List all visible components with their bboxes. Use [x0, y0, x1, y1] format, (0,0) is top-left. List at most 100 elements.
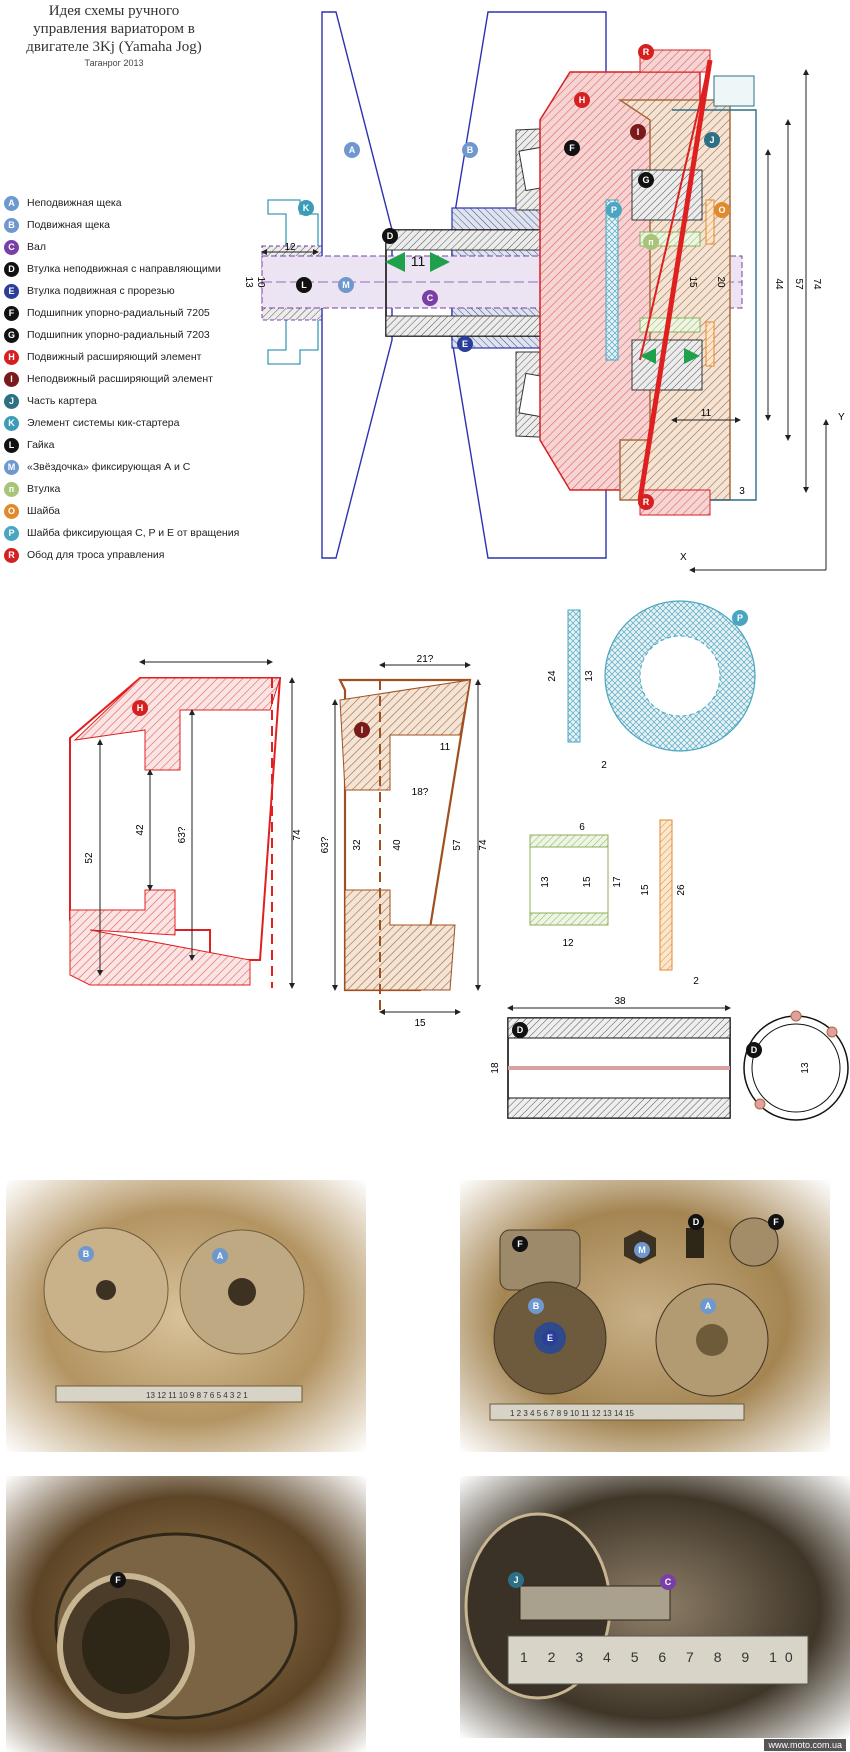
legend-marker: O [4, 503, 19, 519]
legend-marker: P [4, 525, 19, 541]
part-p-dim-13: 13 [584, 670, 595, 682]
washer-o-bottom [705, 321, 715, 367]
photo-marker-j: J [513, 1575, 518, 1585]
part-h-dim-42: 42 [135, 824, 146, 836]
diagram-marker [606, 202, 622, 218]
diagram-marker [643, 234, 659, 250]
parts-detail: 52 42 63? 74 H 21? 11 18? 63? 32 40 57 7… [69, 600, 849, 1121]
part-n-dim-13: 13 [540, 876, 551, 888]
diagram-marker [457, 336, 473, 352]
part-d-slot [508, 1066, 730, 1070]
diagram-marker [638, 44, 654, 60]
fixed-cheek [321, 11, 393, 559]
ruler-2-scale: 1 2 3 4 5 6 7 8 9 10 11 12 13 14 15 [510, 1409, 635, 1418]
photo-shaft: 1 2 3 4 5 6 7 8 9 10 J C [460, 1476, 850, 1738]
part-h-marker [132, 700, 148, 716]
diagram-marker-label: K [303, 203, 310, 213]
part-p-dim-24: 24 [547, 670, 558, 682]
diagram-marker [714, 202, 730, 218]
part-o-dim-26: 26 [676, 884, 687, 896]
legend-label: Гайка [27, 439, 55, 451]
dim-3: 3 [739, 486, 745, 497]
ruler-3-scale: 1 2 3 4 5 6 7 8 9 10 [520, 1649, 801, 1665]
diagram-marker [344, 142, 360, 158]
part-p-marker-label: P [737, 613, 743, 623]
part-n-dim-12: 12 [562, 938, 574, 949]
part-n-dim-6: 6 [579, 822, 585, 833]
legend-marker: F [4, 305, 19, 321]
diagram-marker [574, 92, 590, 108]
legend-marker: J [4, 393, 19, 409]
part-o-dim-2: 2 [693, 976, 699, 987]
part-o-dim-15: 15 [640, 884, 651, 896]
stroke-arrow-left [385, 252, 405, 272]
legend-item: O Шайба [4, 500, 304, 522]
photo-marker-f: F [517, 1239, 523, 1249]
part-i-dim-15: 15 [414, 1018, 426, 1029]
photo-marker-f3: F [115, 1575, 121, 1585]
diagram-marker-label: F [569, 143, 575, 153]
part-d-dim-38: 38 [614, 996, 626, 1007]
legend-marker: E [4, 283, 19, 299]
part-h-dim-74: 74 [292, 829, 303, 841]
diagram-marker [704, 132, 720, 148]
part-i-dim-57: 57 [452, 839, 463, 851]
diagram-marker [462, 142, 478, 158]
legend-label: Вал [27, 241, 46, 253]
x-axis-label: X [680, 552, 687, 563]
stroke-arrow-right [430, 252, 450, 272]
photo-marker-c: C [665, 1577, 672, 1587]
part-d-end-marker [746, 1042, 762, 1058]
photo-marker-m: M [638, 1245, 646, 1255]
diagram-marker-label: L [301, 280, 307, 290]
diagram-marker [630, 124, 646, 140]
part-h-dim-52: 52 [84, 852, 95, 864]
legend-label: Неподвижная щека [27, 197, 122, 209]
washer-o [705, 199, 715, 245]
legend-label: «Звёздочка» фиксирующая А и С [27, 461, 191, 473]
legend-label: Втулка неподвижная с направляющими [27, 263, 221, 275]
legend-marker: R [4, 547, 19, 563]
part-i-hatch-top [339, 679, 471, 791]
legend-marker: A [4, 195, 19, 211]
part-d-end-marker-label: D [751, 1045, 758, 1055]
stroke-label: 11 [411, 253, 426, 269]
legend-marker: G [4, 327, 19, 343]
legend-item: M«Звёздочка» фиксирующая А и С [4, 456, 304, 478]
legend-label: Шайба [27, 505, 60, 517]
part-i-dim-74: 74 [478, 839, 489, 851]
part-d-end-inner [751, 1023, 841, 1113]
dim-44: 44 [773, 278, 784, 290]
legend-marker: B [4, 217, 19, 233]
photo-bearing: F [6, 1476, 366, 1752]
legend-label: Обод для троса управления [27, 549, 165, 561]
part-i-marker-label: I [361, 725, 364, 735]
legend-marker: I [4, 371, 19, 387]
diagram-marker [382, 228, 398, 244]
diagram-marker-label: R [643, 47, 650, 57]
legend-marker: п [4, 481, 19, 497]
dim-20: 20 [715, 276, 726, 288]
part-p-marker [732, 610, 748, 626]
diagram-marker-label: J [709, 135, 714, 145]
part-h-hatch-top [73, 677, 281, 771]
watermark: www.moto.com.ua [764, 1739, 846, 1751]
legend-label: Часть картера [27, 395, 97, 407]
stroke-arrow2-left [640, 348, 656, 364]
diagram-marker-label: P [611, 205, 617, 215]
diagram-marker-label: п [648, 237, 653, 247]
guide-line [637, 59, 713, 501]
diagram-marker-label: I [637, 127, 640, 137]
diagram-marker [564, 140, 580, 156]
part-d-marker-label: D [517, 1025, 524, 1035]
diagram-marker-label: R [643, 497, 650, 507]
diagram-title: Идея схемы ручного управления вариатором… [14, 2, 214, 70]
photo-marker-b2: B [533, 1301, 540, 1311]
